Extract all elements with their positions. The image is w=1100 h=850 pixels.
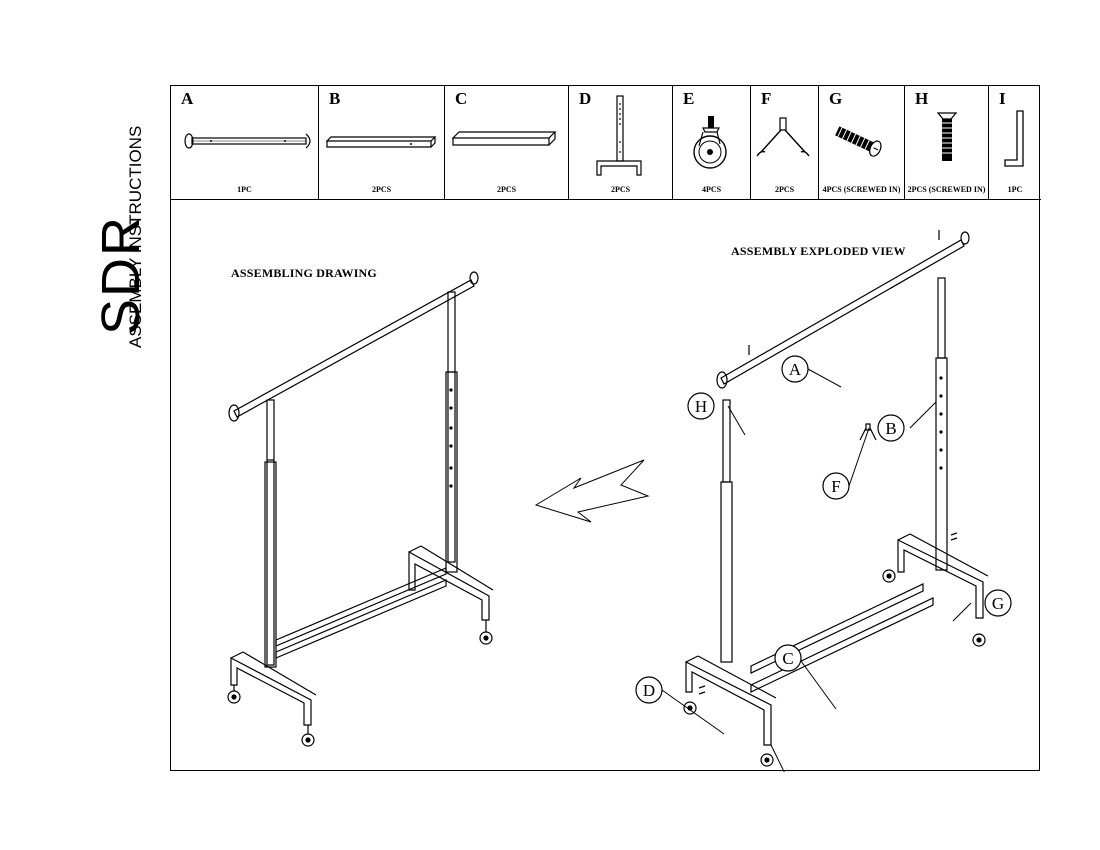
part-qty: 1PC	[1007, 185, 1023, 194]
part-qty: 2PCS	[610, 185, 631, 194]
callout-g-label: G	[992, 594, 1004, 613]
part-c-base-tube-icon	[451, 131, 557, 146]
exploded-view-drawing	[661, 230, 989, 772]
part-qty: 2PCS	[371, 185, 392, 194]
callout-f	[822, 472, 850, 500]
part-cell-a: A 1PC	[171, 86, 319, 199]
part-letter: F	[761, 89, 772, 108]
part-d-leg-frame-icon	[596, 95, 642, 176]
exploded-view-title: ASSEMBLY EXPLODED VIEW	[731, 244, 906, 258]
part-qty: 2PCS	[496, 185, 517, 194]
allen-key-icon	[1004, 110, 1024, 167]
part-a-hanging-rail-icon	[184, 133, 311, 149]
callout-d	[635, 676, 663, 704]
callout-c-label: C	[782, 649, 793, 668]
part-qty: 4PCS	[701, 185, 722, 194]
callout-g	[984, 589, 1012, 617]
part-letter: B	[329, 89, 341, 108]
part-letter: D	[579, 89, 592, 108]
callout-b	[877, 414, 905, 442]
part-cell-h: H 2PCS (SCREWED IN)	[905, 86, 989, 199]
callout-a	[781, 355, 809, 383]
part-letter: C	[455, 89, 468, 108]
part-cell-d: D 2PCS	[569, 86, 673, 199]
part-qty: 2PCS (SCREWED IN)	[907, 185, 986, 194]
callout-c	[774, 644, 802, 672]
parts-list: A 1PC B 2PCS C	[171, 86, 1041, 200]
document-subtitle: ASSEMBLY INSTRUCTIONS	[126, 125, 145, 348]
part-qty: 4PCS (SCREWED IN)	[822, 185, 901, 194]
part-cell-i: I 1PC	[989, 86, 1041, 199]
bolt-icon	[936, 112, 958, 161]
callout-f-label: F	[831, 477, 840, 496]
side-title: SDR ASSEMBLY INSTRUCTIONS	[44, 80, 164, 360]
part-f-bracket-icon	[756, 117, 810, 157]
drawing-area: ASSEMBLING DRAWING ASSEMBLY EXPLODED VIE…	[171, 200, 1041, 772]
part-cell-f: F 2PCS	[751, 86, 819, 199]
caster-wheel-icon	[693, 116, 727, 169]
callout-d-label: D	[643, 681, 655, 700]
part-letter: E	[683, 89, 695, 108]
callout-b-label: B	[885, 419, 896, 438]
part-letter: I	[999, 89, 1006, 108]
screw-icon	[835, 126, 882, 157]
part-cell-c: C 2PCS	[445, 86, 569, 199]
part-letter: H	[915, 89, 929, 108]
part-qty: 1PC	[237, 185, 252, 194]
instruction-sheet: A 1PC B 2PCS C	[170, 85, 1041, 772]
part-cell-b: B 2PCS	[319, 86, 445, 199]
callout-h	[687, 392, 715, 420]
callout-h-label: H	[695, 397, 707, 416]
part-qty: 2PCS	[774, 185, 795, 194]
direction-arrow-icon	[534, 459, 650, 523]
part-letter: G	[829, 89, 843, 108]
part-cell-e: E 4PCS	[673, 86, 751, 199]
assembling-drawing-title: ASSEMBLING DRAWING	[231, 266, 377, 280]
part-b-upright-tube-icon	[325, 136, 437, 148]
callout-a-label: A	[789, 360, 802, 379]
part-cell-g: G 4PCS (SCREWED IN)	[819, 86, 905, 199]
callout-labels: A B C D E F G H	[635, 355, 1012, 704]
assembled-rack-drawing	[227, 271, 494, 747]
part-letter: A	[181, 89, 194, 108]
